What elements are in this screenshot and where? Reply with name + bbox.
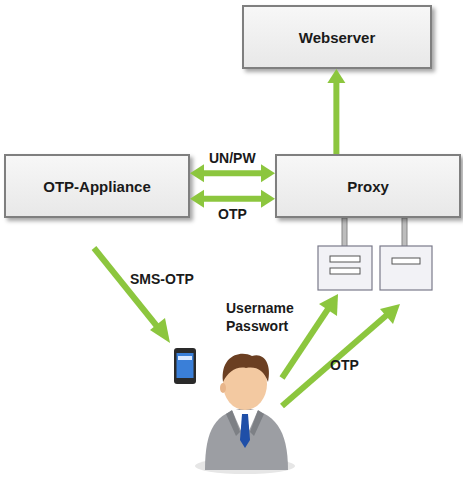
edge-label: OTP xyxy=(218,205,247,223)
flow-arrow xyxy=(190,190,275,208)
process-box: Proxy xyxy=(275,154,461,218)
annotation-label: OTP xyxy=(330,356,370,374)
process-box: Webserver xyxy=(242,5,432,69)
login-form xyxy=(318,246,372,290)
sms-arrow xyxy=(94,248,170,343)
annotation-label: SMS-OTP xyxy=(130,270,210,288)
flow-arrow xyxy=(327,69,345,154)
node-label: Webserver xyxy=(299,29,375,46)
user-person xyxy=(195,354,295,474)
edge-label: UN/PW xyxy=(209,149,256,167)
process-box: OTP-Appliance xyxy=(4,154,190,218)
node-label: OTP-Appliance xyxy=(43,178,151,195)
annotation-label: Username Passwort xyxy=(226,299,304,335)
form-stems xyxy=(342,218,407,247)
otp-form xyxy=(380,246,432,290)
flow-arrow xyxy=(190,164,275,182)
user-arrows xyxy=(282,294,400,406)
node-label: Proxy xyxy=(347,178,389,195)
mobile-phone xyxy=(174,348,196,384)
